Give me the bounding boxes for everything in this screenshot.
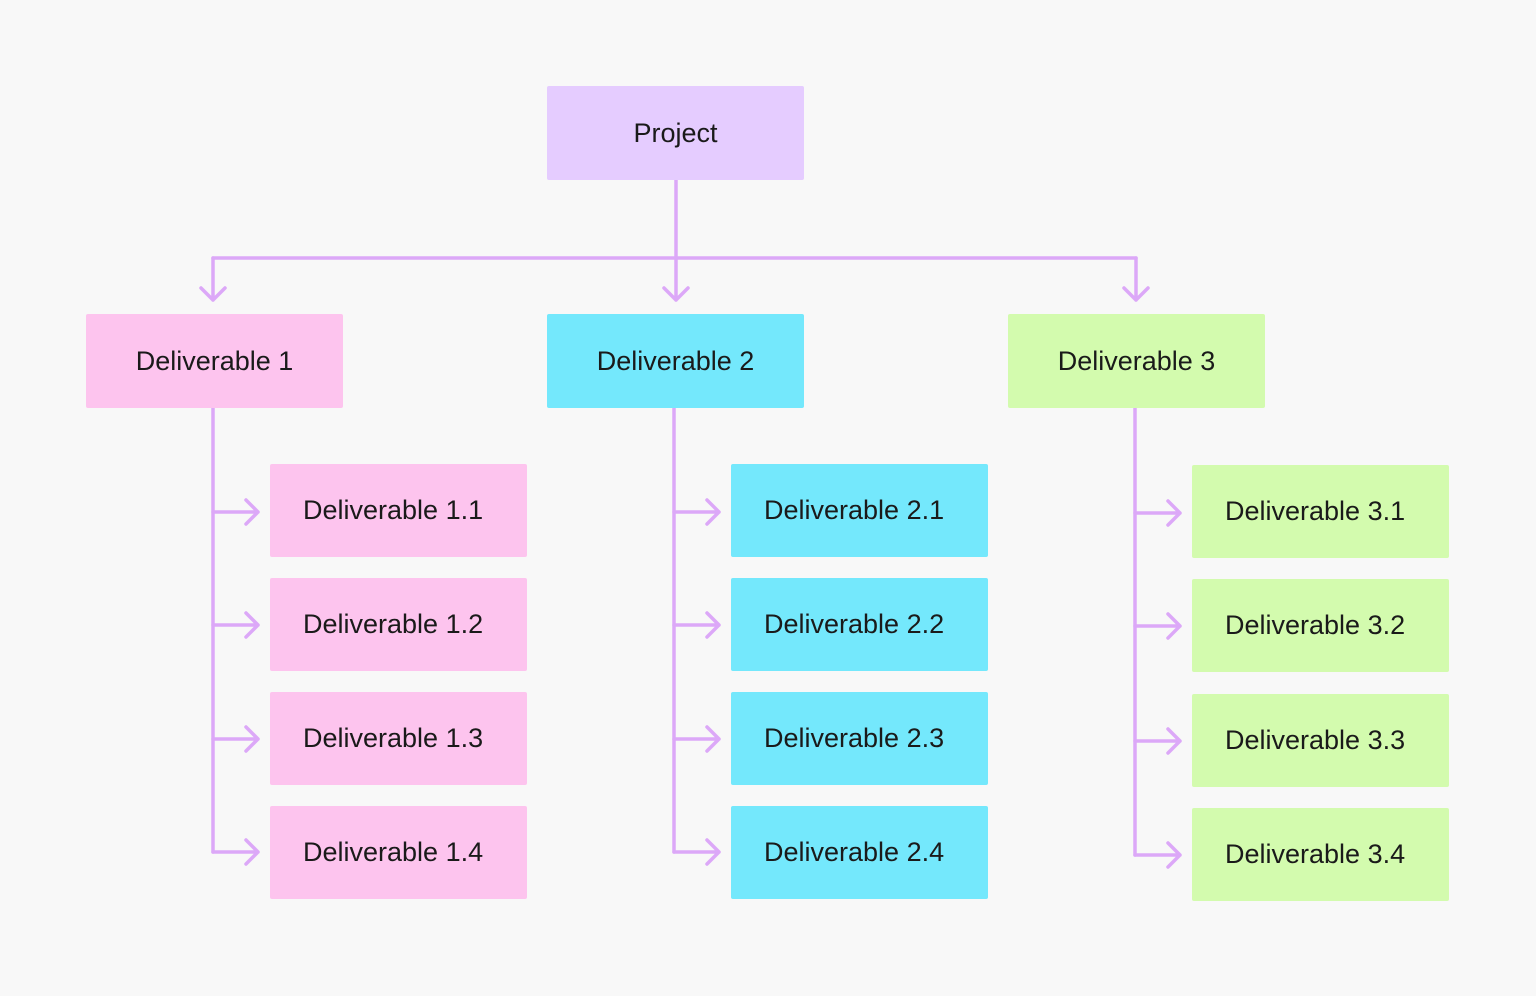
deliverable-2-2-label: Deliverable 2.2 [764, 609, 945, 639]
deliverable-2-1-label: Deliverable 2.1 [764, 495, 945, 525]
arrow-to-deliverable-1-3 [211, 725, 260, 753]
arrow-to-deliverable-3-1 [1133, 499, 1182, 527]
deliverable-2-4-label: Deliverable 2.4 [764, 837, 945, 867]
deliverable-3-3-node[interactable]: Deliverable 3.3 [1192, 694, 1449, 787]
deliverable-2-3-label: Deliverable 2.3 [764, 723, 945, 753]
arrow-to-deliverable-3-4 [1133, 841, 1182, 869]
deliverable-1-2-node[interactable]: Deliverable 1.2 [270, 578, 527, 671]
arrow-to-deliverable-2 [662, 256, 690, 302]
arrow-to-deliverable-2-2 [672, 611, 721, 639]
arrow-to-deliverable-1-1 [211, 498, 260, 526]
project-node[interactable]: Project [547, 86, 804, 180]
deliverable-1-3-label: Deliverable 1.3 [303, 723, 484, 753]
arrow-to-deliverable-1-4 [211, 838, 260, 866]
deliverable-1-1-node[interactable]: Deliverable 1.1 [270, 464, 527, 557]
deliverable-3-3-label: Deliverable 3.3 [1225, 725, 1406, 755]
arrow-to-deliverable-3 [1122, 256, 1150, 302]
deliverable-1-node[interactable]: Deliverable 1 [86, 314, 343, 408]
arrow-to-deliverable-1 [199, 256, 227, 302]
deliverable-3-4-label: Deliverable 3.4 [1225, 839, 1406, 869]
deliverable-1-4-label: Deliverable 1.4 [303, 837, 484, 867]
deliverable-2-2-node[interactable]: Deliverable 2.2 [731, 578, 988, 671]
project-label: Project [633, 117, 718, 148]
deliverable-1-1-label: Deliverable 1.1 [303, 495, 484, 525]
arrow-to-deliverable-2-1 [672, 498, 721, 526]
deliverable-1-2-label: Deliverable 1.2 [303, 609, 484, 639]
deliverable-1-3-node[interactable]: Deliverable 1.3 [270, 692, 527, 785]
deliverable-3-2-node[interactable]: Deliverable 3.2 [1192, 579, 1449, 672]
arrow-to-deliverable-3-2 [1133, 612, 1182, 640]
deliverable-3-2-label: Deliverable 3.2 [1225, 610, 1406, 640]
arrow-to-deliverable-1-2 [211, 611, 260, 639]
arrow-to-deliverable-2-4 [672, 838, 721, 866]
deliverable-1-label: Deliverable 1 [135, 345, 294, 376]
deliverable-2-1-node[interactable]: Deliverable 2.1 [731, 464, 988, 557]
deliverable-3-1-node[interactable]: Deliverable 3.1 [1192, 465, 1449, 558]
deliverable-2-3-node[interactable]: Deliverable 2.3 [731, 692, 988, 785]
arrow-to-deliverable-2-3 [672, 725, 721, 753]
deliverable-1-4-node[interactable]: Deliverable 1.4 [270, 806, 527, 899]
deliverable-2-label: Deliverable 2 [596, 345, 755, 376]
deliverable-3-4-node[interactable]: Deliverable 3.4 [1192, 808, 1449, 901]
deliverable-3-label: Deliverable 3 [1057, 345, 1216, 376]
deliverable-2-4-node[interactable]: Deliverable 2.4 [731, 806, 988, 899]
deliverable-2-node[interactable]: Deliverable 2 [547, 314, 804, 408]
deliverable-3-node[interactable]: Deliverable 3 [1008, 314, 1265, 408]
deliverable-3-1-label: Deliverable 3.1 [1225, 496, 1406, 526]
arrow-to-deliverable-3-3 [1133, 727, 1182, 755]
